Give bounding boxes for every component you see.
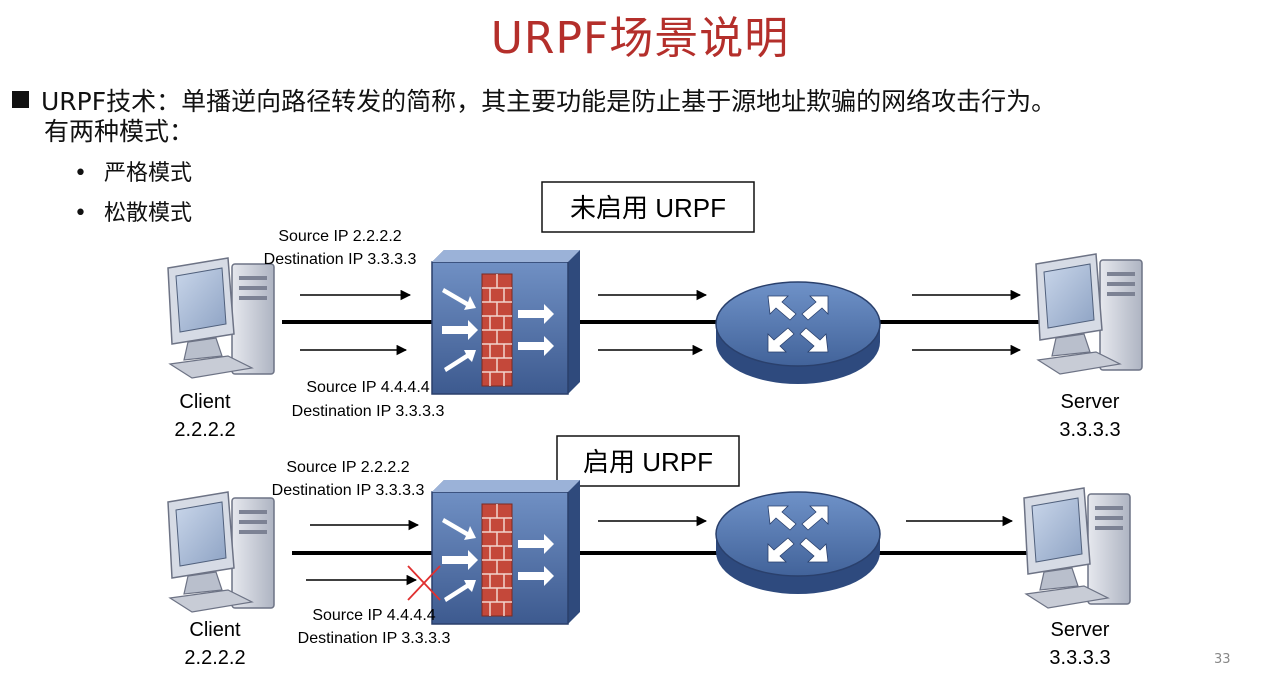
flow1-source-label: Source IP 2.2.2.2 (286, 459, 409, 476)
firewall-icon (431, 479, 581, 625)
mode-label: 松散模式 (104, 201, 193, 226)
flow1-destination-label: Destination IP 3.3.3.3 (264, 251, 417, 268)
server-label: Server (1061, 391, 1120, 413)
client-computer-icon (167, 257, 275, 379)
server-computer-icon (1023, 487, 1131, 609)
mode-label: 严格模式 (104, 161, 193, 186)
flow2-source-label: Source IP 4.4.4.4 (312, 607, 435, 624)
scenario-top: 未启用 URPF Source IP 2.2.2.2 Destination I… (167, 181, 1143, 441)
block-x-icon (407, 565, 441, 601)
bullet-main: URPF技术：单播逆向路径转发的简称，其主要功能是防止基于源地址欺骗的网络攻击行… (12, 86, 1056, 118)
caption-box (556, 435, 740, 487)
caption-text: 未启用 URPF (570, 193, 726, 223)
server-computer-icon (1035, 253, 1143, 375)
server-label: Server (1051, 619, 1110, 641)
client-ip: 2.2.2.2 (184, 647, 245, 669)
caption-box (541, 181, 755, 233)
mode-item-strict: •严格模式 (74, 161, 193, 186)
router-icon (715, 281, 881, 385)
flow2-destination-label: Destination IP 3.3.3.3 (298, 630, 451, 647)
mode-item-loose: •松散模式 (74, 201, 193, 226)
flow1-destination-label: Destination IP 3.3.3.3 (272, 482, 425, 499)
firewall-icon (431, 249, 581, 395)
client-computer-icon (167, 491, 275, 613)
bullet-text: URPF技术：单播逆向路径转发的简称，其主要功能是防止基于源地址欺骗的网络攻击行… (41, 87, 1057, 116)
bullet-continuation: 有两种模式： (44, 117, 195, 146)
bullet-square-icon (12, 91, 29, 108)
page-number: 33 (1214, 652, 1231, 667)
client-label: Client (189, 619, 241, 641)
scenario-bottom: 启用 URPF Source IP 2.2.2.2 Destination IP… (167, 435, 1131, 669)
server-ip: 3.3.3.3 (1049, 647, 1110, 669)
client-label: Client (179, 391, 231, 413)
router-icon (715, 491, 881, 595)
flow2-destination-label: Destination IP 3.3.3.3 (292, 403, 445, 420)
slide-title: URPF场景说明 (490, 13, 790, 64)
flow1-source-label: Source IP 2.2.2.2 (278, 228, 401, 245)
caption-text: 启用 URPF (583, 447, 713, 477)
flow2-source-label: Source IP 4.4.4.4 (306, 379, 429, 396)
client-ip: 2.2.2.2 (174, 419, 235, 441)
server-ip: 3.3.3.3 (1059, 419, 1120, 441)
